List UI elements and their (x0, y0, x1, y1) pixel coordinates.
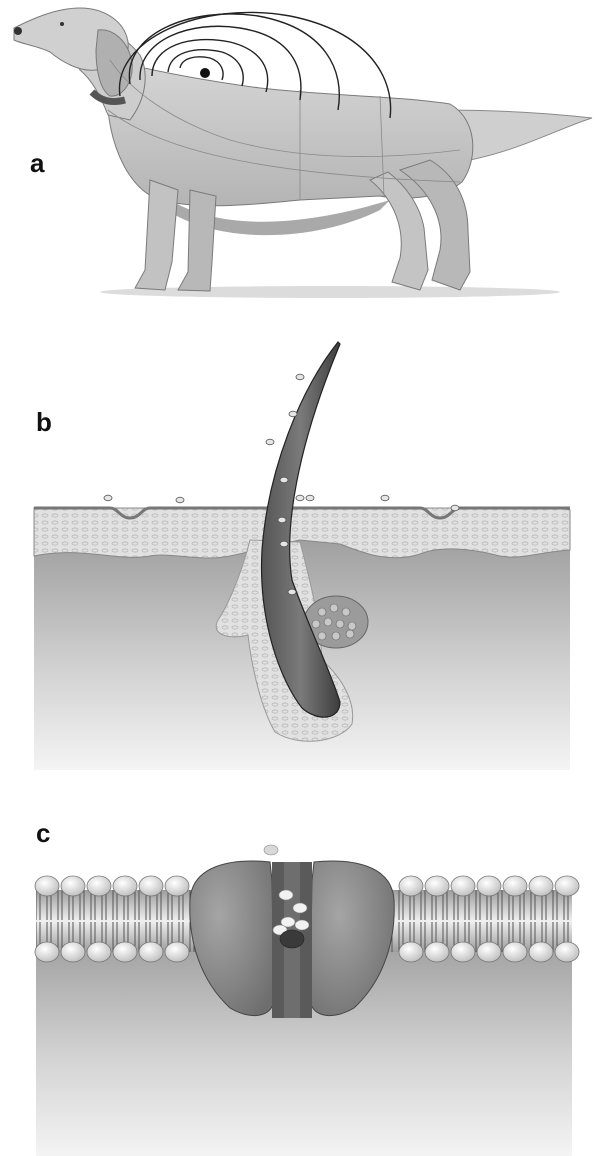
lipid-head (477, 876, 501, 896)
lipid-head (35, 942, 59, 962)
lipid-head (61, 876, 85, 896)
lipid-head (399, 876, 423, 896)
lipid-head (529, 876, 553, 896)
dog-nose (14, 27, 22, 35)
dog-eye (60, 22, 64, 26)
lipid-head (529, 942, 553, 962)
panel-c: c (0, 800, 598, 1156)
lipid-head (113, 942, 137, 962)
dog-front-leg (135, 180, 178, 290)
panel-b: b (0, 330, 598, 770)
lipid-head (139, 942, 163, 962)
lipid-head (425, 876, 449, 896)
lipid-head (35, 876, 59, 896)
skin-follicle-illustration (0, 330, 598, 770)
ground-shadow (100, 286, 560, 298)
lipid-head (503, 942, 527, 962)
lipid-head (61, 942, 85, 962)
lipid-head (113, 876, 137, 896)
lipid-head (477, 942, 501, 962)
lipid-head (555, 876, 579, 896)
panel-a: a (0, 0, 598, 310)
lipid-head (503, 876, 527, 896)
lipid-head (451, 942, 475, 962)
membrane-channel-illustration (0, 800, 598, 1156)
lipid-head (425, 942, 449, 962)
lipid-head (165, 876, 189, 896)
lipid-head (165, 942, 189, 962)
lipid-head (87, 876, 111, 896)
lipid-head (139, 876, 163, 896)
dog-front-leg-2 (178, 190, 216, 291)
lipid-head (451, 876, 475, 896)
lipid-head (555, 942, 579, 962)
lipid-head (87, 942, 111, 962)
dog-illustration (0, 0, 598, 310)
diffusion-source-dot (200, 68, 210, 78)
lipid-head (399, 942, 423, 962)
